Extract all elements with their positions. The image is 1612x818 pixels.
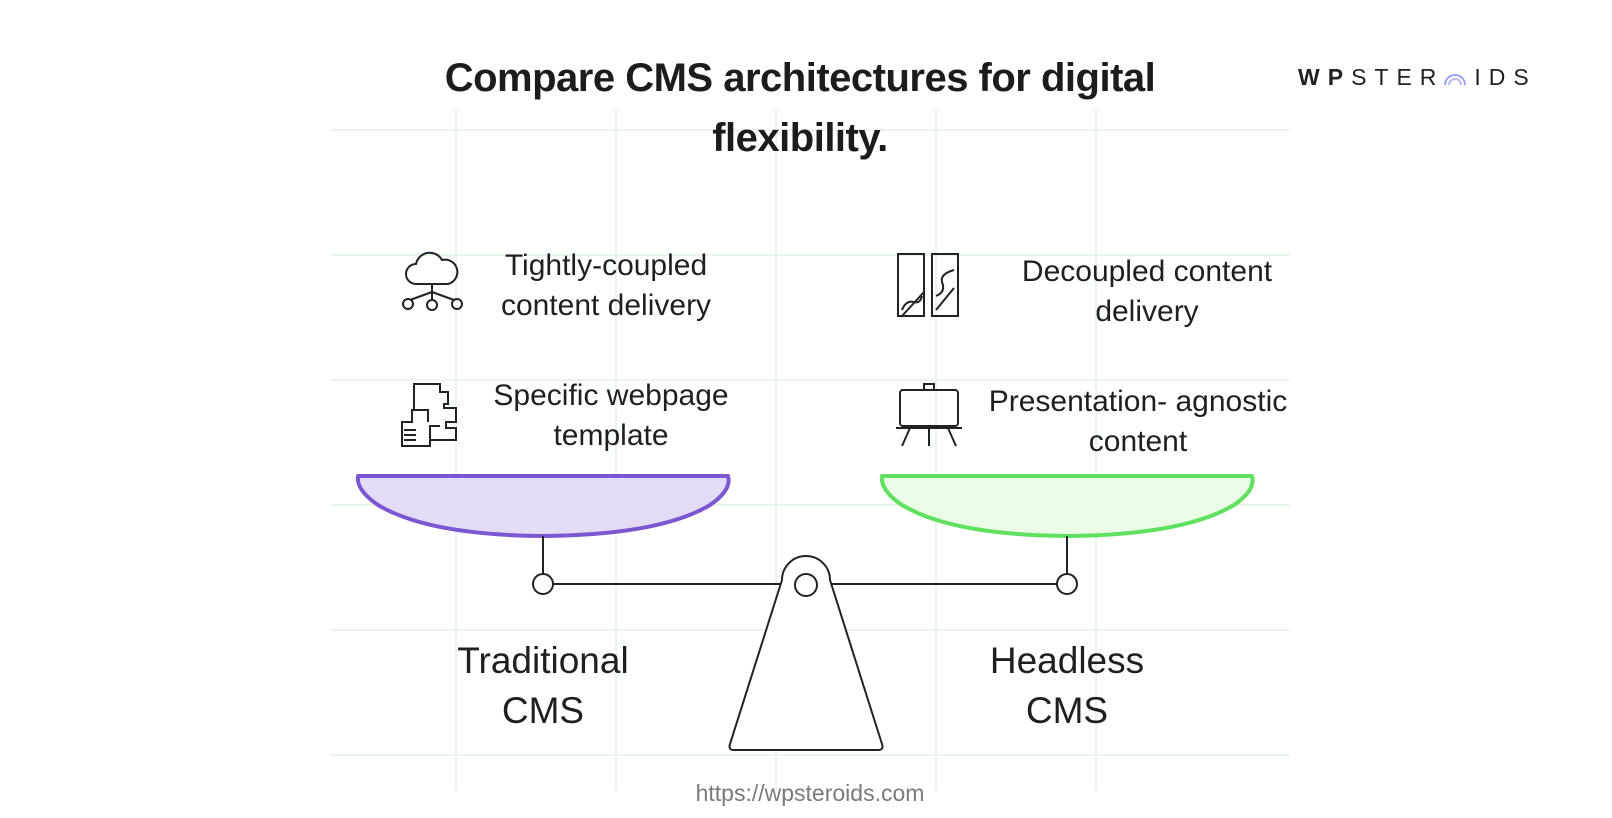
page-title: Compare CMS architectures for digital fl… [444, 56, 1156, 160]
left-item-2-line1: Specific webpage [493, 379, 729, 412]
headless-cms-line1: Headless [989, 640, 1145, 681]
fulcrum-stand [728, 555, 884, 751]
headless-cms-line2: CMS [1025, 690, 1109, 731]
left-item-2-line2: template [553, 419, 669, 452]
brand-logo: WP STER IDS [1298, 62, 1537, 92]
left-item-1-line2: content delivery [500, 289, 712, 322]
cloud-network-icon [400, 248, 466, 319]
right-pan [879, 474, 1255, 538]
left-item-1-label: Tightly-coupled content delivery [476, 246, 736, 326]
footer-url[interactable]: https://wpsteroids.com [695, 780, 925, 806]
right-item-1-line1: Decoupled content [1021, 255, 1273, 288]
right-item-2-line1: Presentation- agnostic [988, 385, 1288, 418]
right-item-2-label: Presentation- agnostic content [968, 382, 1308, 462]
logo-text-wp: WP [1298, 63, 1352, 90]
logo-text-ids: IDS [1474, 63, 1537, 90]
split-panels-icon [896, 252, 962, 323]
traditional-cms-line1: Traditional [457, 640, 629, 681]
left-pan [355, 474, 731, 538]
floor-plan-icon [400, 382, 466, 453]
traditional-cms-label: Traditional CMS [423, 636, 663, 736]
traditional-cms-line2: CMS [501, 690, 585, 731]
presentation-easel-icon [894, 382, 964, 453]
right-item-1-label: Decoupled content delivery [1002, 252, 1292, 332]
logo-arc-icon [1444, 74, 1467, 86]
right-item-1-line2: delivery [1095, 295, 1199, 328]
right-item-2-line2: content [1088, 425, 1188, 458]
left-item-1-line1: Tightly-coupled [504, 249, 708, 282]
logo-text-ster: STER [1351, 63, 1445, 90]
headless-cms-label: Headless CMS [947, 636, 1187, 736]
left-item-2-label: Specific webpage template [466, 376, 756, 456]
